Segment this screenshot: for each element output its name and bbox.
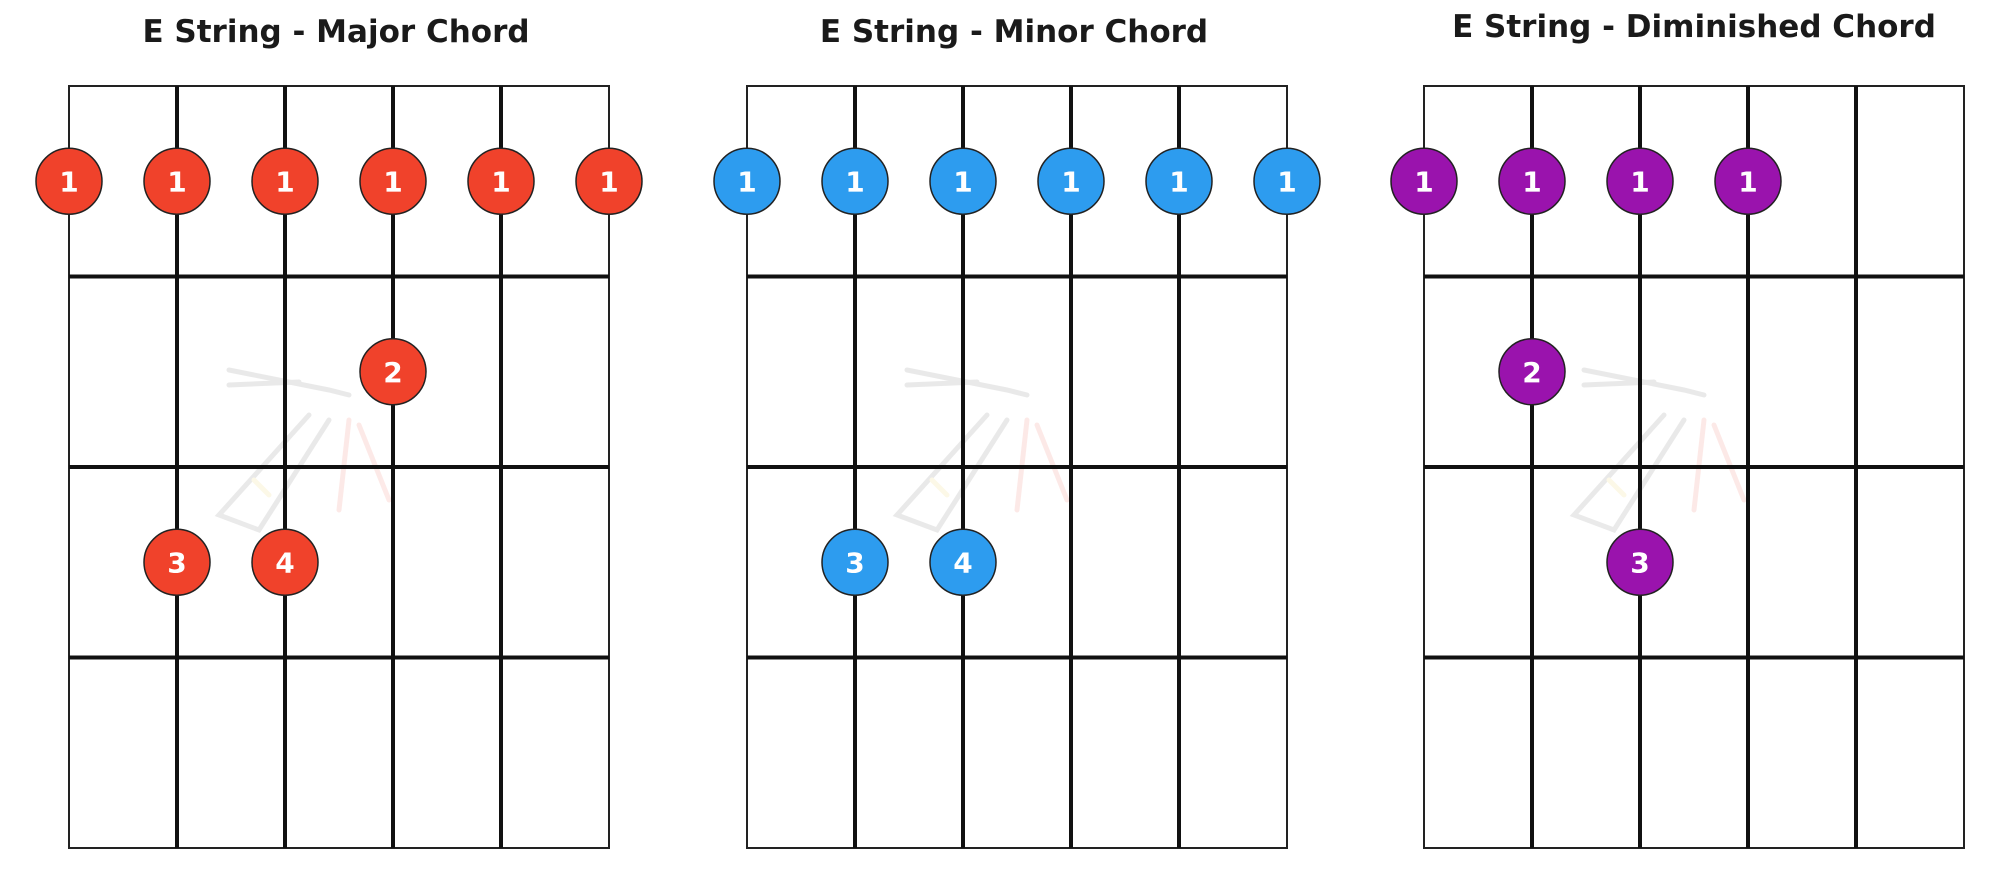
finger-dot-circle	[35, 147, 103, 215]
finger-dot: 2	[359, 338, 427, 406]
finger-number: 1	[383, 165, 402, 198]
finger-number: 3	[1630, 546, 1649, 579]
watermark-icon	[1569, 367, 1747, 534]
finger-dot-circle	[1714, 147, 1782, 215]
finger-number: 1	[1169, 165, 1188, 198]
finger-number: 2	[1522, 356, 1541, 389]
finger-dot: 4	[929, 528, 997, 596]
finger-dot: 1	[929, 147, 997, 215]
finger-dot: 1	[1498, 147, 1566, 215]
finger-number: 3	[845, 546, 864, 579]
finger-number: 1	[953, 165, 972, 198]
finger-dot-circle	[1037, 147, 1105, 215]
finger-dot-circle	[713, 147, 781, 215]
finger-number: 1	[737, 165, 756, 198]
finger-dot-circle	[1498, 338, 1566, 406]
finger-dot: 3	[143, 528, 211, 596]
watermark-icon	[892, 367, 1070, 534]
finger-dot: 1	[713, 147, 781, 215]
finger-number: 1	[1061, 165, 1080, 198]
chord-title: E String - Minor Chord	[820, 14, 1208, 50]
finger-number: 1	[167, 165, 186, 198]
finger-number: 4	[953, 546, 972, 579]
finger-dot-circle	[251, 528, 319, 596]
finger-dot-circle	[821, 147, 889, 215]
finger-dot: 4	[251, 528, 319, 596]
finger-number: 1	[275, 165, 294, 198]
chord-diagram-2: E String - Minor Chord 1 1 1 1 1 1 3 4	[713, 14, 1321, 849]
finger-dot: 1	[1145, 147, 1213, 215]
finger-dot: 1	[251, 147, 319, 215]
finger-number: 3	[167, 546, 186, 579]
finger-dot: 1	[1714, 147, 1782, 215]
watermark-icon	[214, 367, 392, 534]
finger-dot-circle	[1145, 147, 1213, 215]
finger-number: 1	[599, 165, 618, 198]
finger-number: 1	[1630, 165, 1649, 198]
finger-dot: 2	[1498, 338, 1566, 406]
finger-dot-circle	[821, 528, 889, 596]
finger-dot-circle	[575, 147, 643, 215]
finger-dot-circle	[143, 528, 211, 596]
finger-dot-circle	[1606, 528, 1674, 596]
chord-diagram-3: E String - Diminished Chord 1 1 1 1 2 3	[1390, 9, 1965, 849]
finger-dot-circle	[929, 147, 997, 215]
finger-number: 1	[1414, 165, 1433, 198]
finger-dot: 1	[575, 147, 643, 215]
finger-dot-circle	[1498, 147, 1566, 215]
finger-dot: 1	[359, 147, 427, 215]
finger-dot: 1	[35, 147, 103, 215]
finger-number: 2	[383, 356, 402, 389]
finger-dot-circle	[359, 338, 427, 406]
finger-dot: 1	[821, 147, 889, 215]
finger-dot-circle	[1606, 147, 1674, 215]
finger-dot: 1	[1390, 147, 1458, 215]
finger-dot: 3	[1606, 528, 1674, 596]
finger-number: 1	[1277, 165, 1296, 198]
finger-dot: 1	[467, 147, 535, 215]
finger-number: 1	[1738, 165, 1757, 198]
finger-dot: 1	[143, 147, 211, 215]
finger-number: 1	[845, 165, 864, 198]
finger-dot: 3	[821, 528, 889, 596]
finger-number: 1	[1522, 165, 1541, 198]
finger-number: 1	[59, 165, 78, 198]
finger-dot-circle	[251, 147, 319, 215]
finger-dot-circle	[1390, 147, 1458, 215]
finger-dot-circle	[1253, 147, 1321, 215]
finger-dot-circle	[143, 147, 211, 215]
finger-number: 1	[491, 165, 510, 198]
chord-title: E String - Diminished Chord	[1452, 9, 1936, 45]
chord-title: E String - Major Chord	[142, 14, 529, 50]
finger-number: 4	[275, 546, 294, 579]
chord-diagram-1: E String - Major Chord 1 1 1 1 1 1 2 3 4	[35, 14, 643, 849]
finger-dot-circle	[359, 147, 427, 215]
finger-dot-circle	[467, 147, 535, 215]
finger-dot: 1	[1037, 147, 1105, 215]
finger-dot-circle	[929, 528, 997, 596]
finger-dot: 1	[1253, 147, 1321, 215]
finger-dot: 1	[1606, 147, 1674, 215]
